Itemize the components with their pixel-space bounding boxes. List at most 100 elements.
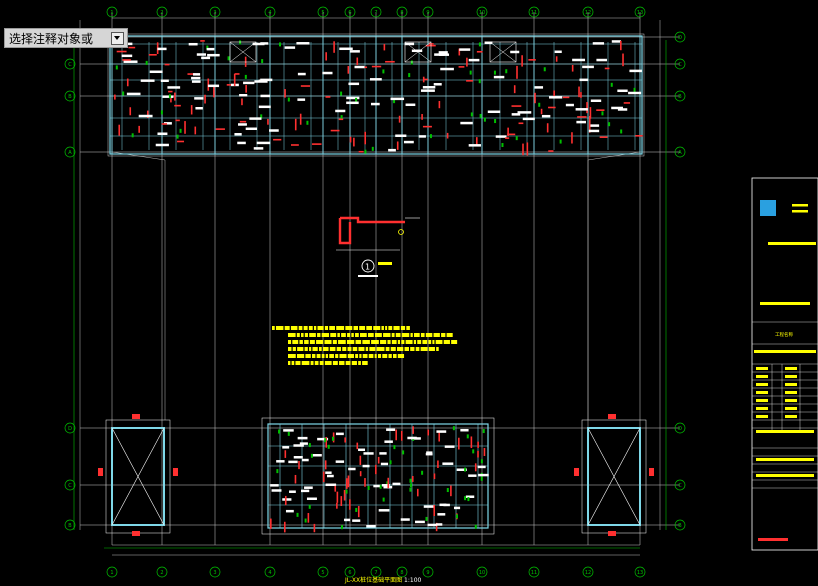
pile-cap (293, 444, 304, 447)
note-glyph (309, 347, 312, 351)
beam-mark (438, 100, 441, 109)
dropdown-arrow-icon[interactable] (111, 31, 124, 45)
beam-mark (416, 488, 419, 497)
pile-cap (271, 489, 282, 492)
pile-cap (276, 460, 285, 463)
note-glyph (351, 333, 354, 337)
axis-label-col: 7 (374, 10, 377, 16)
foundation-plan-top-block (107, 33, 645, 157)
beam-mark (356, 57, 359, 66)
beam-mark (357, 505, 360, 518)
axis-label-col: 2 (160, 570, 163, 576)
pile-cap (352, 519, 361, 522)
tag-mark (421, 470, 424, 475)
pile-cap (206, 47, 215, 51)
tag-mark (122, 91, 125, 96)
beam-mark (234, 73, 240, 75)
stair-box (229, 41, 257, 63)
elevator-pit (587, 427, 641, 526)
title-block-field (756, 391, 768, 394)
beam-mark (623, 102, 631, 104)
tag-mark (310, 453, 313, 458)
pile-cap (322, 71, 333, 75)
tag-mark (278, 429, 281, 434)
beam-mark (330, 129, 340, 132)
pile-cap (123, 60, 138, 63)
pile-cap (590, 99, 602, 102)
axis-label-col-bubble (528, 566, 540, 578)
pile-cap (258, 105, 271, 109)
note-glyph (321, 333, 330, 337)
pile-cap (403, 140, 414, 144)
beam-mark (175, 119, 180, 122)
note-glyph (355, 340, 362, 344)
note-glyph (308, 326, 313, 330)
beam-mark (571, 132, 573, 144)
note-glyph (396, 347, 404, 351)
note-glyph (316, 354, 321, 358)
axis-label-col-bubble (476, 6, 488, 18)
pile-cap (157, 47, 167, 51)
tag-mark (340, 91, 343, 96)
tag-mark (168, 94, 171, 99)
beam-mark (138, 125, 140, 133)
beam-mark (589, 107, 592, 119)
beam-mark (422, 125, 432, 128)
beam-mark (290, 144, 299, 146)
sheet-number (758, 538, 788, 541)
beam-mark (284, 450, 287, 458)
pile-cap (325, 483, 337, 487)
axis-label-col: 7 (374, 570, 377, 576)
axis-label-col-bubble (396, 6, 408, 18)
pile-cap (617, 108, 628, 111)
note-glyph (359, 354, 362, 358)
tag-mark (493, 70, 496, 75)
pile-cap (415, 520, 425, 524)
note-glyph (362, 361, 368, 365)
tag-mark (482, 429, 485, 434)
axis-label-col: 3 (213, 10, 216, 16)
pile-cap (369, 78, 382, 81)
pile-cap (436, 523, 443, 526)
axis-label-row-bubble (64, 422, 76, 434)
axis-label-col-bubble (209, 6, 221, 18)
beam-mark (470, 436, 473, 449)
pile-cap (433, 83, 442, 86)
axis-label-row-bubble (64, 90, 76, 102)
pile-cap (260, 42, 269, 45)
note-glyph (420, 347, 428, 351)
tag-mark (340, 525, 343, 530)
axis-label-row-bubble (674, 422, 686, 434)
note-glyph (292, 340, 299, 344)
beam-mark (580, 92, 582, 98)
pile-cap (297, 436, 308, 440)
tag-mark (261, 59, 264, 64)
pile-cap (138, 114, 153, 118)
command-prompt-tooltip: 选择注释对象或 (4, 28, 128, 48)
detail-callout-circle (361, 259, 375, 273)
beam-mark (273, 138, 282, 141)
pile-cap (411, 49, 423, 53)
note-glyph (451, 340, 458, 344)
pile-cap (442, 462, 454, 465)
pile-cap (572, 58, 586, 62)
axis-label-col: 1 (110, 10, 113, 16)
beam-mark (435, 522, 438, 532)
beam-mark (322, 471, 325, 483)
pile-cap (390, 97, 405, 101)
axis-label-col: 9 (426, 10, 429, 16)
note-glyph (385, 347, 390, 351)
note-glyph (316, 340, 324, 344)
note-glyph (382, 354, 388, 358)
sheet-info (756, 458, 814, 461)
note-glyph (388, 354, 392, 358)
tag-mark (479, 113, 482, 118)
pile-cap (237, 141, 246, 145)
pile-cap (126, 92, 141, 96)
axis-labels: 1122334455667788991010111112121313DDCCBB… (64, 6, 686, 578)
tag-mark (239, 40, 242, 45)
note-glyph (432, 340, 435, 344)
note-glyph (347, 333, 351, 337)
beam-mark (604, 67, 610, 70)
